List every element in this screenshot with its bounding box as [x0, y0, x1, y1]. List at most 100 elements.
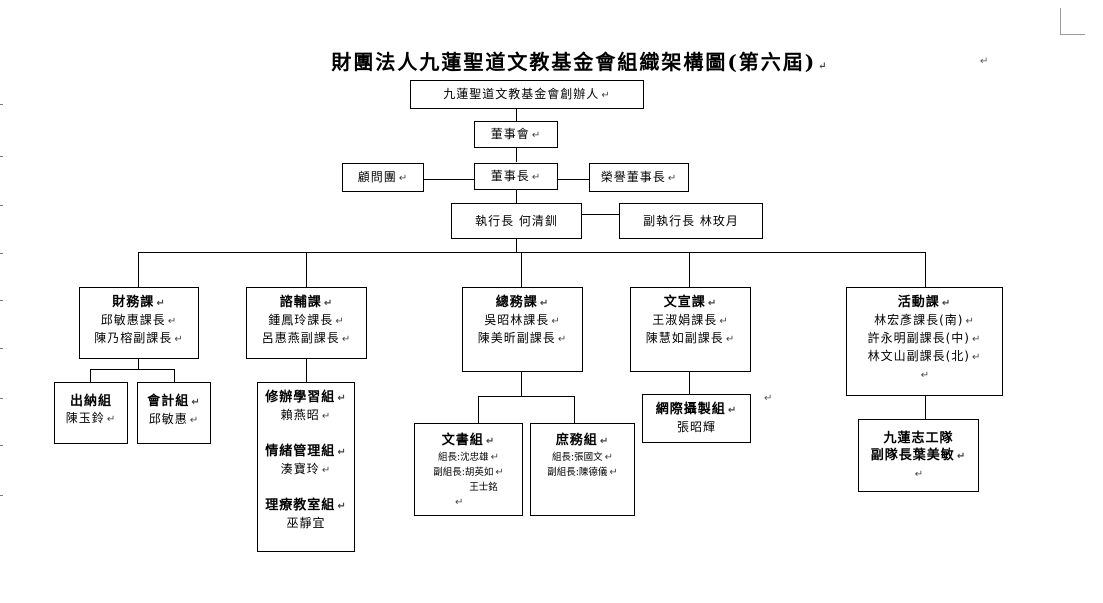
division-name: 活動課: [897, 295, 940, 310]
division-general-affairs: 總務課↵ 吳昭林課長↵ 陳美昕副課長↵: [462, 287, 583, 372]
connector: [478, 396, 575, 397]
team-name: 情緒管理組: [265, 444, 336, 459]
team-cashier: 出納組 陳玉鈴↵: [54, 382, 128, 444]
division-member: 王淑娟課長: [652, 313, 718, 327]
margin-tick: [0, 495, 3, 496]
connector: [925, 252, 926, 287]
team-volunteer: 九蓮志工隊 副隊長葉美敏↵ ↵: [858, 419, 979, 492]
team-member: 湊寶玲: [280, 462, 320, 476]
team-member: 副組長:陳德儀: [547, 467, 608, 478]
team-member: 組長:沈忠雄: [437, 452, 489, 463]
advisors-box: 顧問團↵: [342, 163, 424, 192]
connector: [306, 252, 307, 287]
team-name: 理療教室組: [265, 498, 336, 513]
board-label: 董事會: [490, 126, 530, 141]
connector: [174, 369, 175, 382]
honorary-chairman-label: 榮譽董事長: [600, 169, 666, 184]
paragraph-mark: ↵: [764, 393, 773, 404]
division-activity: 活動課↵ 林宏彥課長(南)↵ 許永明副課長(中)↵ 林文山副課長(北)↵ ↵: [846, 287, 1003, 396]
connector: [138, 252, 139, 287]
deputy-ceo-box: 副執行長 林玫月: [619, 203, 763, 239]
division-name: 諮輔課: [279, 295, 322, 310]
connector: [306, 359, 307, 382]
connector: [516, 189, 517, 203]
team-secretarial: 文書組↵ 組長:沈忠雄↵ 副組長:胡英如↵ 王士銘 ↵: [414, 423, 523, 516]
team-name: 修辦學習組: [265, 390, 336, 405]
division-name: 文宣課: [663, 295, 706, 310]
team-member: 邱敏惠: [148, 412, 188, 426]
division-member: 陳慧如副課長: [645, 331, 724, 345]
chairman-box: 董事長↵: [474, 163, 558, 190]
founder-box: 九蓮聖道文教基金會創辦人↵: [410, 80, 644, 109]
margin-tick: [0, 445, 3, 446]
team-name: 九蓮志工隊: [883, 431, 954, 446]
margin-tick: [0, 104, 3, 105]
team-member: 陳玉鈴: [65, 411, 105, 425]
team-member: 巫靜宜: [286, 516, 326, 530]
connector: [925, 395, 926, 419]
division-member: 呂惠燕副課長: [261, 331, 340, 345]
page-corner-marker: [1060, 8, 1085, 35]
margin-tick: [0, 205, 3, 206]
division-member: 陳乃榕副課長: [94, 331, 173, 345]
founder-label: 九蓮聖道文教基金會創辦人: [443, 86, 600, 101]
connector: [424, 179, 474, 180]
division-member: 陳美昕副課長: [477, 331, 556, 345]
ceo-label: 執行長 何清釧: [475, 213, 558, 228]
team-member: 王士銘: [469, 482, 498, 493]
connector: [689, 371, 690, 394]
division-member: 林宏彥課長(南): [874, 313, 964, 327]
team-accounting: 會計組↵ 邱敏惠↵: [137, 382, 211, 444]
division-member: 吳昭林課長: [484, 313, 550, 327]
team-name: 庶務組: [555, 433, 598, 448]
connector: [521, 252, 522, 287]
team-member: 副組長:胡英如: [433, 467, 494, 478]
chairman-label: 董事長: [490, 168, 530, 183]
margin-tick: [0, 156, 3, 157]
connector: [138, 252, 926, 253]
margin-tick: [0, 253, 3, 254]
division-name: 財務課: [112, 295, 155, 310]
division-name: 總務課: [495, 295, 538, 310]
team-name: 會計組: [147, 394, 190, 409]
division-finance: 財務課↵ 邱敏惠課長↵ 陳乃榕副課長↵: [79, 287, 199, 359]
team-affairs: 庶務組↵ 組長:張國文↵ 副組長:陳德儀↵: [530, 423, 635, 516]
connector: [689, 252, 690, 287]
margin-tick: [0, 398, 3, 399]
margin-tick: [0, 300, 3, 301]
team-member: 張昭輝: [676, 420, 716, 434]
connector: [90, 369, 174, 370]
connector: [558, 179, 589, 180]
team-name: 出納組: [69, 394, 112, 409]
connector: [582, 214, 619, 215]
team-name: 網際攝製組: [655, 402, 726, 417]
paragraph-mark: ↵: [980, 56, 989, 67]
division-member: 鍾鳳玲課長: [268, 313, 334, 327]
board-box: 董事會↵: [474, 121, 558, 148]
connector: [138, 359, 139, 369]
division-member: 許永明副課長(中): [867, 331, 970, 345]
team-group-counseling: 修辦學習組↵ 賴燕昭↵ 情緒管理組↵ 湊寶玲↵ 理療教室組↵ 巫靜宜: [257, 382, 355, 552]
team-member: 賴燕昭: [280, 408, 320, 422]
connector: [516, 147, 517, 162]
division-counseling: 諮輔課↵ 鍾鳳玲課長↵ 呂惠燕副課長↵: [246, 287, 367, 359]
advisors-label: 顧問團: [357, 169, 397, 184]
team-web-production: 網際攝製組↵ 張昭輝: [642, 394, 751, 443]
connector: [478, 396, 479, 423]
connector: [521, 371, 522, 396]
team-member: 組長:張國文: [551, 452, 603, 463]
division-publicity: 文宣課↵ 王淑娟課長↵ 陳慧如副課長↵: [630, 287, 751, 372]
deputy-ceo-label: 副執行長 林玫月: [643, 213, 739, 228]
connector: [90, 369, 91, 382]
chart-title: 財團法人九蓮聖道文教基金會組織架構圖(第六屆)↵: [331, 50, 829, 74]
margin-tick: [0, 348, 3, 349]
ceo-box: 執行長 何清釧: [451, 203, 582, 239]
connector: [574, 396, 575, 423]
honorary-chairman-box: 榮譽董事長↵: [589, 163, 689, 192]
team-name: 文書組: [441, 433, 484, 448]
connector: [516, 238, 517, 252]
division-member: 林文山副課長(北): [867, 349, 970, 363]
team-member: 副隊長葉美敏: [870, 448, 955, 463]
division-member: 邱敏惠課長: [100, 313, 166, 327]
